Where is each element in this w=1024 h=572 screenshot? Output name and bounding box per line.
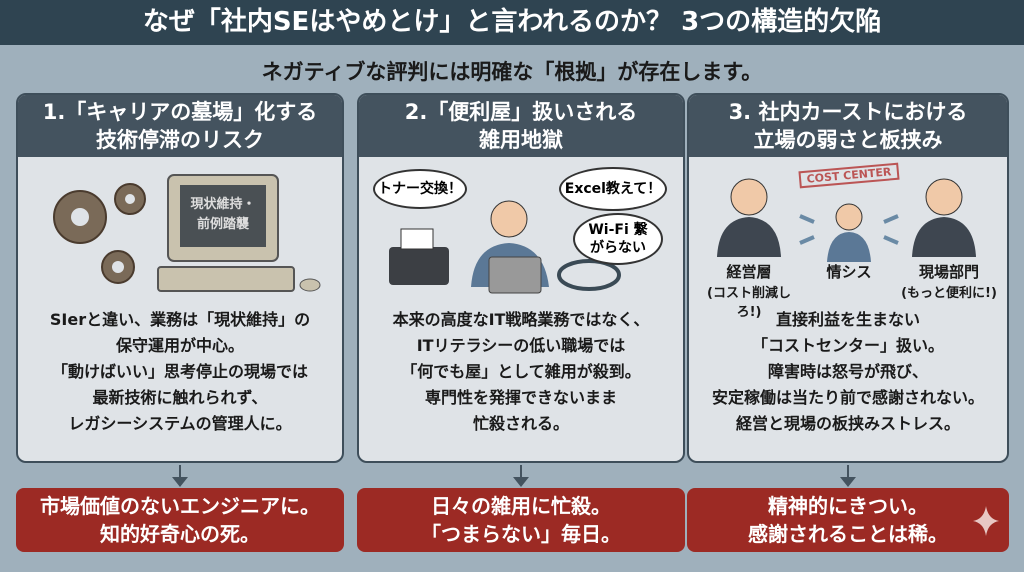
gear-icon bbox=[53, 174, 321, 292]
card-career-graveyard: 1.「キャリアの墓場」化する技術停滞のリスク 現状維持・前例踏襲 SIerと違い… bbox=[16, 93, 344, 463]
heading-line: 技術停滞のリスク bbox=[96, 128, 264, 152]
arrow-down-icon bbox=[840, 465, 856, 487]
person-quote: (もっと便利に!) bbox=[901, 286, 997, 301]
heading-line: 2.「便利屋」扱いされる bbox=[404, 100, 638, 124]
result-box: 日々の雑用に忙殺。「つまらない」毎日。 bbox=[357, 488, 685, 552]
speech-bubble: トナー交換！ bbox=[373, 169, 467, 209]
body-line: 経営と現場の板挟みストレス。 bbox=[735, 414, 960, 433]
body-line: SIerと違い、業務は「現状維持」の bbox=[49, 310, 311, 329]
speech-bubble: Excel教えて！ bbox=[559, 167, 667, 211]
card-caste: 3. 社内カーストにおける立場の弱さと板挟み COST CENTER 経営層(コ… bbox=[687, 93, 1009, 463]
page-title: なぜ「社内SEはやめとけ」と言われるのか？ 3つの構造的欠陥 bbox=[0, 0, 1024, 45]
illustration-old-computer: 現状維持・前例踏襲 bbox=[18, 157, 342, 307]
person-field: 現場部門 (もっと便利に!) bbox=[894, 261, 1004, 301]
card-handyman: 2.「便利屋」扱いされる雑用地獄 トナー交換！ Excel教えて！ Wi-Fi … bbox=[357, 93, 685, 463]
heading-line: 3. 社内カーストにおける bbox=[728, 100, 968, 124]
body-line: レガシーシステムの管理人に。 bbox=[68, 414, 292, 433]
person-executive: 経営層 (コスト削減しろ!) bbox=[699, 261, 799, 320]
monitor-line: 前例踏襲 bbox=[196, 217, 249, 232]
result-line: 精神的にきつい。 bbox=[768, 494, 928, 518]
result-line: 日々の雑用に忙殺。 bbox=[431, 494, 611, 518]
card-heading: 3. 社内カーストにおける立場の弱さと板挟み bbox=[689, 95, 1007, 157]
card-heading: 2.「便利屋」扱いされる雑用地獄 bbox=[359, 95, 683, 157]
body-line: ITリテラシーの低い職場では bbox=[416, 336, 626, 355]
illustration-sandwiched: COST CENTER 経営層(コスト削減しろ!) 情シス 現場部門(もっと便利… bbox=[689, 157, 1007, 320]
body-line: 忙殺される。 bbox=[472, 414, 569, 433]
body-line: 本来の高度なIT戦略業務ではなく、 bbox=[392, 310, 650, 329]
body-line: 安定稼働は当たり前で感謝されない。 bbox=[711, 388, 984, 407]
result-line: 市場価値のないエンジニアに。 bbox=[40, 494, 320, 518]
body-line: 「コストセンター」扱い。 bbox=[751, 336, 944, 355]
card-body: 本来の高度なIT戦略業務ではなく、 ITリテラシーの低い職場では「何でも屋」として… bbox=[359, 307, 683, 437]
heading-line: 1.「キャリアの墓場」化する bbox=[42, 100, 318, 124]
result-box: 精神的にきつい。感謝されることは稀。 bbox=[687, 488, 1009, 552]
monitor-text: 現状維持・前例踏襲 bbox=[180, 195, 266, 235]
body-line: 「動けばいい」思考停止の現場では bbox=[51, 362, 308, 381]
stressed-person-icon bbox=[389, 200, 621, 294]
speech-bubble: Wi-Fi 繋がらない bbox=[573, 213, 663, 265]
card-heading: 1.「キャリアの墓場」化する技術停滞のリスク bbox=[18, 95, 342, 157]
person-quote: (コスト削減しろ!) bbox=[707, 286, 791, 320]
result-line: 感謝されることは稀。 bbox=[748, 522, 948, 546]
subtitle: ネガティブな評判には明確な「根拠」が存在します。 bbox=[261, 60, 763, 84]
heading-line: 立場の弱さと板挟み bbox=[753, 128, 943, 152]
illustration-stressed-engineer: トナー交換！ Excel教えて！ Wi-Fi 繋がらない bbox=[359, 157, 683, 307]
monitor-line: 現状維持・ bbox=[190, 197, 256, 212]
people-icon bbox=[717, 178, 976, 262]
body-line: 直接利益を生まない bbox=[775, 310, 920, 329]
arrow-down-icon bbox=[172, 465, 188, 487]
body-line: 専門性を発揮できないまま bbox=[424, 388, 617, 407]
body-line: 保守運用が中心。 bbox=[115, 336, 244, 355]
arrow-down-icon bbox=[513, 465, 529, 487]
body-line: 最新技術に触れられず、 bbox=[92, 388, 268, 407]
card-body: SIerと違い、業務は「現状維持」の保守運用が中心。「動けばいい」思考停止の現場… bbox=[18, 307, 342, 437]
person-it: 情シス bbox=[826, 263, 872, 281]
result-line: 知的好奇心の死。 bbox=[100, 522, 260, 546]
card-body: 直接利益を生まない「コストセンター」扱い。障害時は怒号が飛び、安定稼働は当たり前… bbox=[689, 307, 1007, 437]
result-box: 市場価値のないエンジニアに。知的好奇心の死。 bbox=[16, 488, 344, 552]
person-name: 経営層 bbox=[726, 263, 772, 281]
heading-line: 雑用地獄 bbox=[479, 128, 563, 152]
person-name: 現場部門 bbox=[918, 263, 979, 281]
result-line: 「つまらない」毎日。 bbox=[421, 522, 621, 546]
body-line: 障害時は怒号が飛び、 bbox=[767, 362, 928, 381]
sparkle-icon bbox=[973, 506, 999, 536]
body-line: 「何でも屋」として雑用が殺到。 bbox=[401, 362, 641, 381]
